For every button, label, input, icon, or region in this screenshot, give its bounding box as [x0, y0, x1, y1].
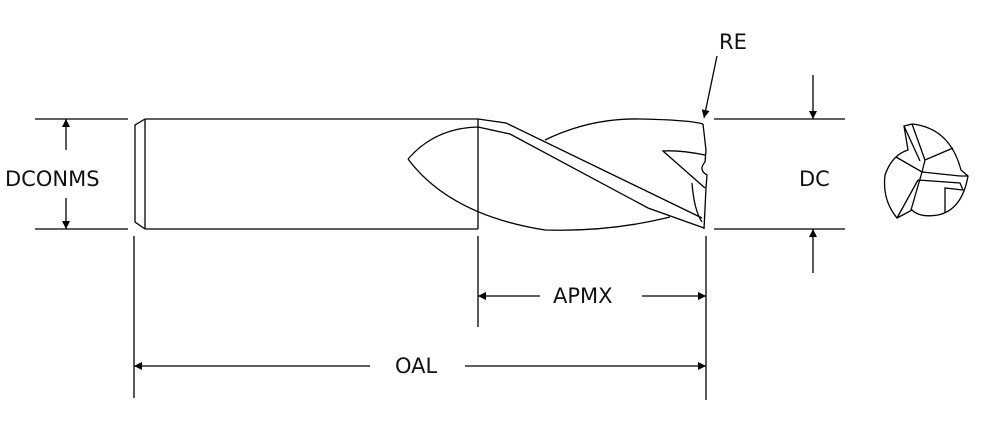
flute-section [407, 118, 708, 231]
dc-dimension [714, 75, 845, 273]
dc-label: DC [799, 167, 830, 191]
oal-dimension [133, 236, 706, 398]
apmx-dimension [477, 236, 707, 400]
re-leader [701, 55, 718, 119]
shank [134, 118, 479, 230]
dconms-label: DCONMS [5, 167, 100, 191]
dconms-dimension [35, 118, 128, 230]
apmx-label: APMX [553, 284, 613, 308]
end-view [883, 123, 969, 219]
oal-label: OAL [395, 354, 438, 378]
re-label: RE [719, 30, 747, 54]
